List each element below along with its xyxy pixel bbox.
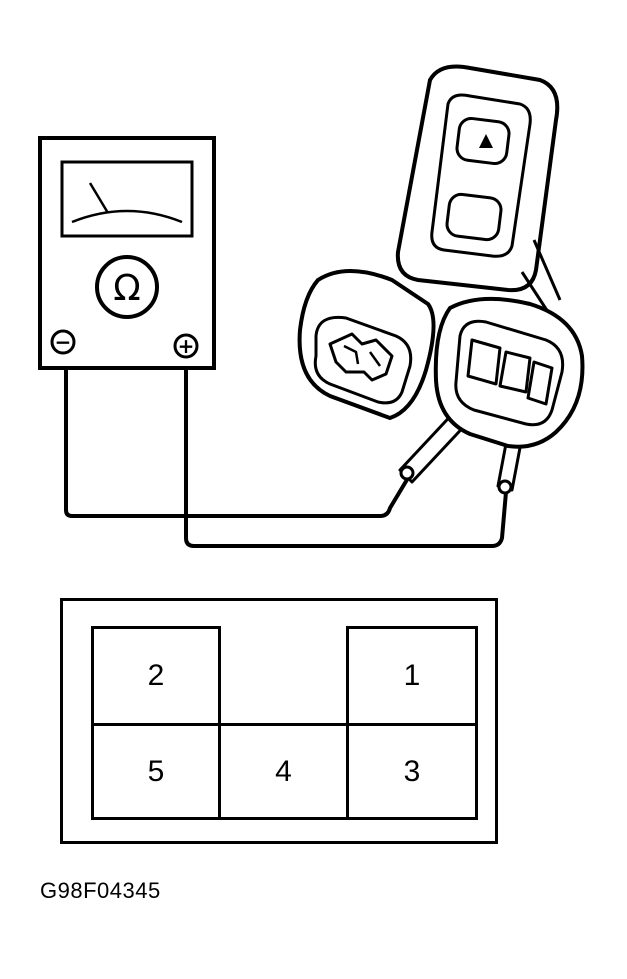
pin-cell-1: 1 [346,626,478,726]
pin-label-2: 2 [147,659,165,692]
connector-right-cavity-c [526,360,554,406]
pin-label-3: 3 [403,754,421,788]
up-triangle-icon [479,134,493,148]
down-button [445,192,503,242]
ohmmeter-body [38,136,216,370]
positive-terminal-symbol: + [178,334,195,358]
probe-positive-end [497,479,513,495]
pin-cell-5: 5 [91,723,221,820]
ohm-symbol: Ω [113,268,141,309]
ohmmeter-dial-window [60,160,194,238]
ohmmeter: Ω − + [38,136,216,370]
pin-label-4: 4 [275,754,292,788]
negative-terminal-symbol: − [55,330,72,354]
connector-left [297,269,436,420]
remote-transmitter [395,64,562,313]
connector-right [433,296,585,449]
pin-cell-2: 2 [91,626,221,726]
negative-test-lead [64,368,410,518]
positive-test-lead [184,368,508,548]
pin-cell-4: 4 [218,723,349,820]
probe-negative-end [399,465,415,481]
pin-label-1: 1 [403,659,421,692]
connector-right-cavity-b [498,350,532,394]
positive-terminal-circle [173,333,199,359]
ohmmeter-connector-illustration: Ω − + [38,64,585,548]
ohmmeter-needle [88,182,110,214]
figure-code: G98F04345 [40,878,161,903]
pin-cell-3: 3 [346,723,478,820]
negative-terminal-circle [50,329,76,355]
pin-label-5: 5 [147,754,165,788]
connector-left-terminal-detail [343,344,382,367]
pin-layout-box: 2 1 5 4 3 [60,598,498,844]
ohm-symbol-circle [95,255,159,319]
transmitter-cable [520,239,562,313]
connector-right-cavity-a [466,338,502,386]
ohmmeter-scale-arc [71,209,183,224]
